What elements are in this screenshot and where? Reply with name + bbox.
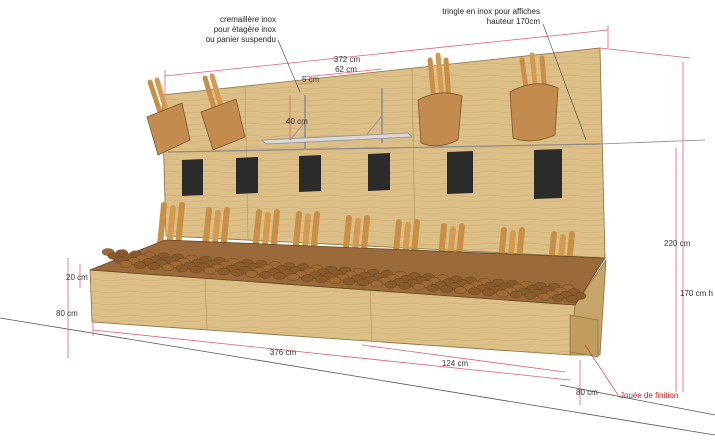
bread-roll	[538, 293, 551, 301]
bread-rolls	[101, 248, 587, 303]
dim-bracket-small: 5 cm	[302, 75, 320, 84]
cremaillere-leader	[277, 39, 301, 93]
dim-shelf-width: 62 cm	[335, 65, 357, 74]
bread-roll	[384, 281, 397, 289]
rail-extension	[599, 139, 706, 145]
cremaillere-label-2: pour étagère inox	[214, 25, 276, 34]
poster	[236, 157, 258, 194]
bread-roll	[175, 264, 189, 273]
bread-roll	[440, 285, 453, 293]
bread-roll	[119, 260, 133, 268]
bread-roll	[259, 271, 272, 279]
bread-roll	[370, 279, 384, 288]
poster	[447, 151, 473, 194]
bread-roll	[510, 290, 523, 299]
tringle-label-1: tringle en inox pour affiches	[442, 7, 540, 16]
poster-rail	[167, 143, 601, 153]
bread-roll	[217, 267, 230, 276]
dim-end-height: 80 cm	[576, 388, 598, 397]
tringle-leader	[542, 23, 587, 141]
hanging-basket-1	[146, 77, 191, 156]
dim-counter-height: 80 cm	[56, 309, 78, 318]
hanging-basket-2	[200, 73, 246, 151]
dim-module-length: 124 cm	[442, 359, 469, 368]
stainless-shelf	[261, 88, 413, 150]
dimension-lines	[67, 25, 691, 405]
hanging-basket-3	[417, 52, 463, 147]
bread-roll	[245, 270, 258, 278]
bread-roll	[482, 288, 495, 297]
poster-group	[182, 149, 562, 199]
cremaillere-label-3: ou panier suspendu	[206, 35, 276, 44]
ground-line-right	[559, 384, 715, 416]
baguette	[175, 202, 185, 248]
bread-roll	[454, 286, 467, 294]
bread-roll	[301, 274, 314, 282]
bread-roll	[342, 277, 356, 286]
bread-roll	[147, 262, 161, 270]
jouee-label: Jouée de finition	[620, 391, 678, 400]
jouee-leader	[584, 344, 619, 396]
baguette	[157, 202, 167, 248]
bread-roll	[565, 295, 579, 303]
panel-joint	[411, 67, 416, 249]
tringle-label-2: hauteur 170cm	[487, 17, 541, 26]
bread-roll	[426, 284, 439, 292]
poster	[182, 159, 203, 196]
bread-roll	[524, 291, 537, 300]
bread-roll	[273, 272, 286, 280]
dim-shelf-depth: 40 cm	[286, 117, 308, 126]
poster	[299, 155, 321, 192]
dim-base-length: 376 cm	[270, 348, 297, 357]
bread-roll	[398, 282, 411, 290]
bread-roll	[496, 289, 509, 298]
ground-line-left	[0, 317, 715, 436]
bread-roll	[328, 276, 342, 285]
dim-rail-height: 170 cm h	[680, 289, 713, 298]
bread-roll	[189, 265, 202, 274]
bread-roll	[551, 294, 565, 302]
bread-roll	[203, 266, 216, 275]
dim-total-height: 220 cm	[664, 239, 691, 248]
bread-roll	[287, 273, 300, 281]
hanging-basket-4	[509, 52, 559, 142]
dim-tray-height: 20 cm	[66, 273, 88, 282]
jouee-panel	[569, 314, 599, 358]
bread-roll	[231, 269, 244, 277]
bread-roll	[161, 263, 175, 271]
bread-roll	[315, 275, 328, 283]
poster	[368, 153, 390, 191]
dim-total-width: 372 cm	[334, 55, 361, 64]
poster	[534, 149, 562, 199]
bread-roll	[468, 287, 481, 295]
cremaillere-label-1: cremaillère inox	[220, 15, 276, 24]
bread-roll	[133, 261, 147, 269]
bread-roll	[412, 283, 425, 291]
bread-roll	[356, 278, 370, 287]
